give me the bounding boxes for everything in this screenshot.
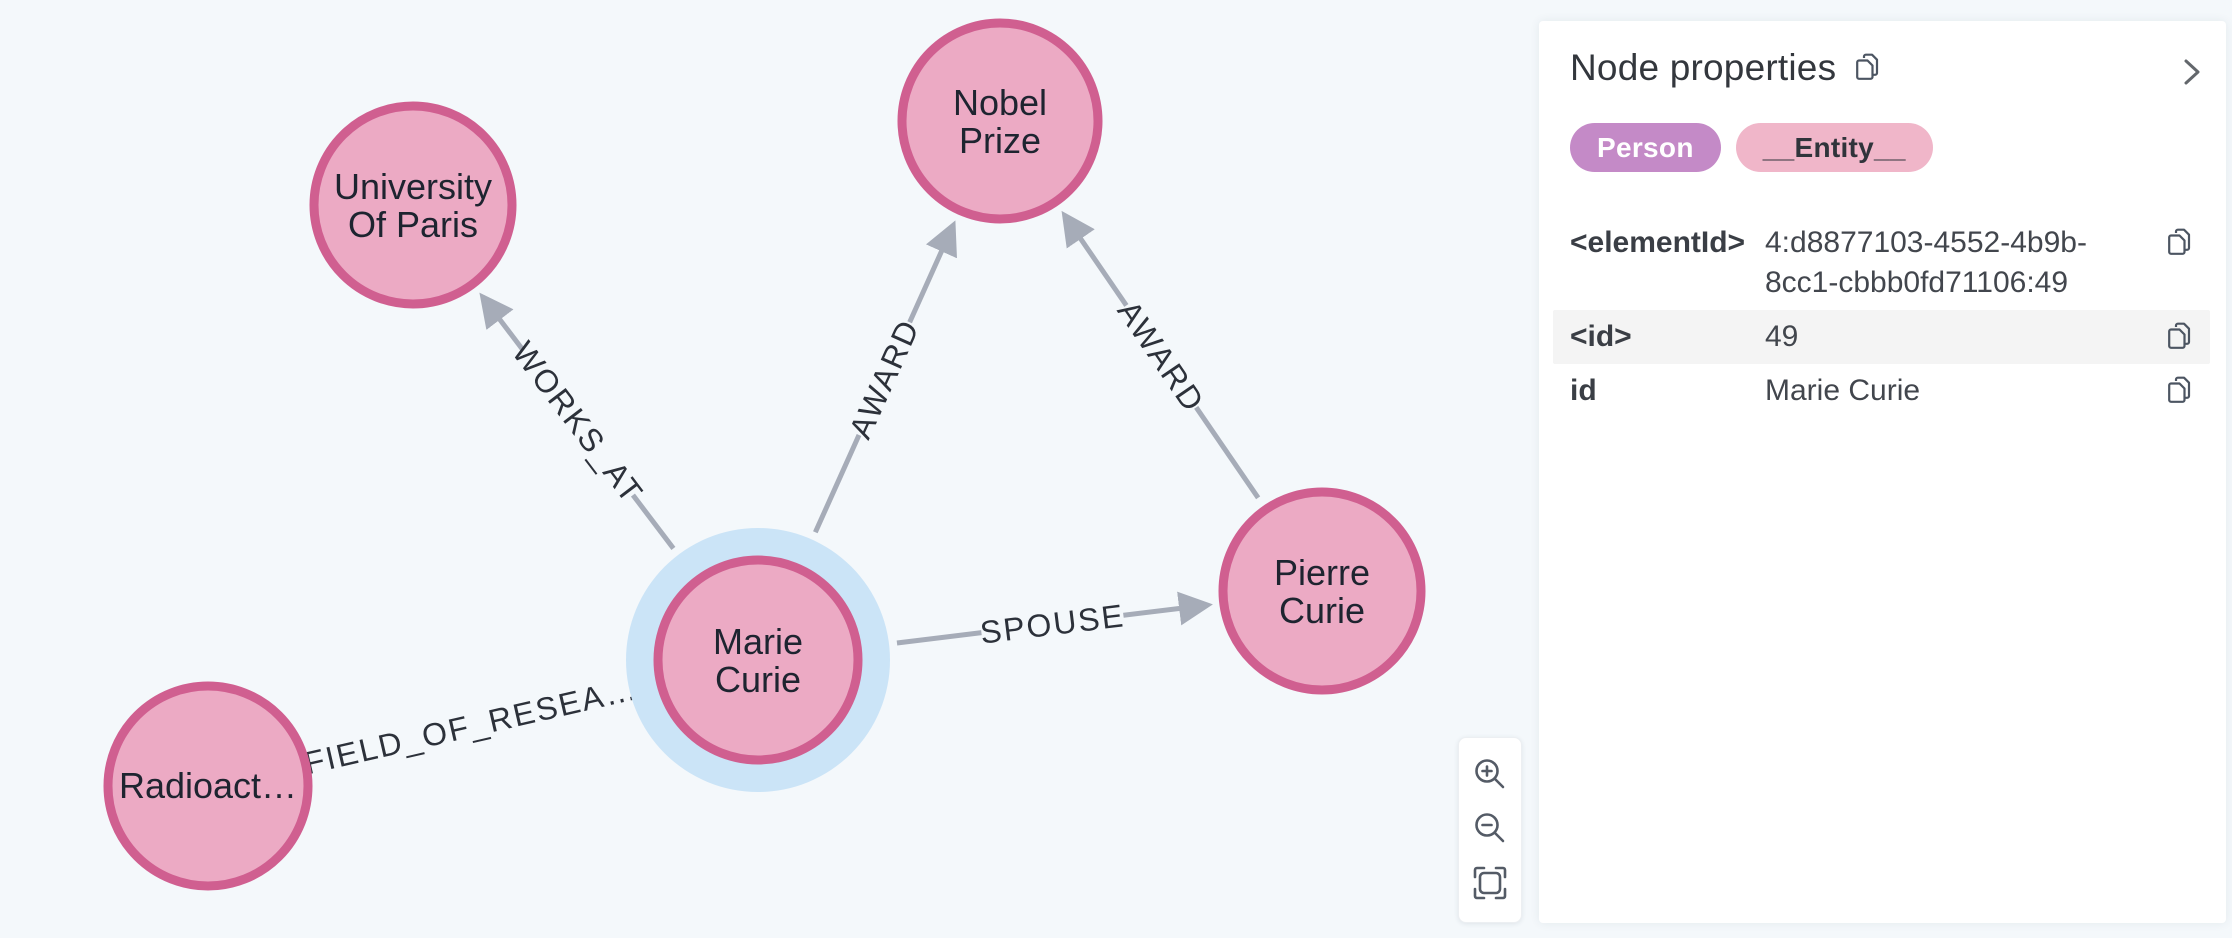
property-row: <elementId> 4:d8877103-4552-4b9b-8cc1-cbb… — [1553, 216, 2210, 310]
fit-view-icon — [1470, 863, 1510, 906]
copy-all-properties-button[interactable] — [1852, 51, 1884, 86]
copy-property-button[interactable] — [2158, 226, 2202, 261]
node-circle[interactable] — [897, 18, 1103, 224]
relationship-label[interactable]: FIELD_OF_RESEA… — [299, 663, 643, 788]
property-row: id Marie Curie — [1553, 364, 2210, 418]
copy-icon — [2164, 374, 2196, 409]
fit-view-button[interactable] — [1470, 865, 1510, 905]
copy-property-button[interactable] — [2158, 320, 2202, 355]
node-circle[interactable] — [309, 101, 517, 309]
property-value: 49 — [1765, 320, 1799, 353]
node-label-pill: __Entity__ — [1735, 123, 1933, 172]
graph-node-radioactivity[interactable]: Radioact… — [103, 681, 313, 891]
relationship-label[interactable]: WORKS_AT — [500, 330, 657, 514]
node-label-pills: Person __Entity__ — [1570, 123, 2200, 172]
node-properties-panel: Node properties Person __Entity__ <elemen… — [1539, 21, 2226, 923]
collapse-panel-button[interactable] — [2174, 55, 2208, 92]
zoom-toolbar — [1458, 737, 1522, 923]
relationship-label[interactable]: AWARD — [1105, 290, 1218, 423]
node-label-pill: Person — [1570, 123, 1721, 172]
svg-text:WORKS_AT: WORKS_AT — [505, 335, 650, 511]
zoom-out-button[interactable] — [1470, 810, 1510, 850]
panel-header: Node properties — [1570, 47, 2200, 89]
node-circle[interactable] — [1218, 487, 1426, 695]
node-circle[interactable] — [653, 555, 863, 765]
copy-icon — [2164, 320, 2196, 355]
property-value: 4:d8877103-4552-4b9b-8cc1-cbbb0fd71106:4… — [1765, 226, 2087, 299]
relationship-label[interactable]: SPOUSE — [977, 590, 1127, 658]
copy-property-button[interactable] — [2158, 374, 2202, 409]
node-label: Radioact… — [119, 765, 297, 806]
relationship-label[interactable]: AWARD — [836, 311, 934, 447]
node-circle[interactable] — [103, 681, 313, 891]
properties-table: <elementId> 4:d8877103-4552-4b9b-8cc1-cbb… — [1553, 216, 2210, 418]
copy-icon — [1852, 51, 1884, 86]
property-key: <elementId> — [1570, 226, 1746, 259]
property-value: Marie Curie — [1765, 374, 1921, 407]
property-row: <id> 49 — [1553, 310, 2210, 364]
zoom-in-button[interactable] — [1470, 755, 1510, 795]
svg-text:FIELD_OF_RESEA…: FIELD_OF_RESEA… — [301, 670, 642, 781]
chevron-right-icon — [2174, 55, 2208, 92]
zoom-in-icon — [1470, 754, 1510, 797]
panel-title: Node properties — [1570, 47, 1837, 88]
property-key: <id> — [1570, 320, 1632, 353]
property-key: id — [1570, 374, 1597, 407]
copy-icon — [2164, 226, 2196, 261]
zoom-out-icon — [1470, 808, 1510, 851]
